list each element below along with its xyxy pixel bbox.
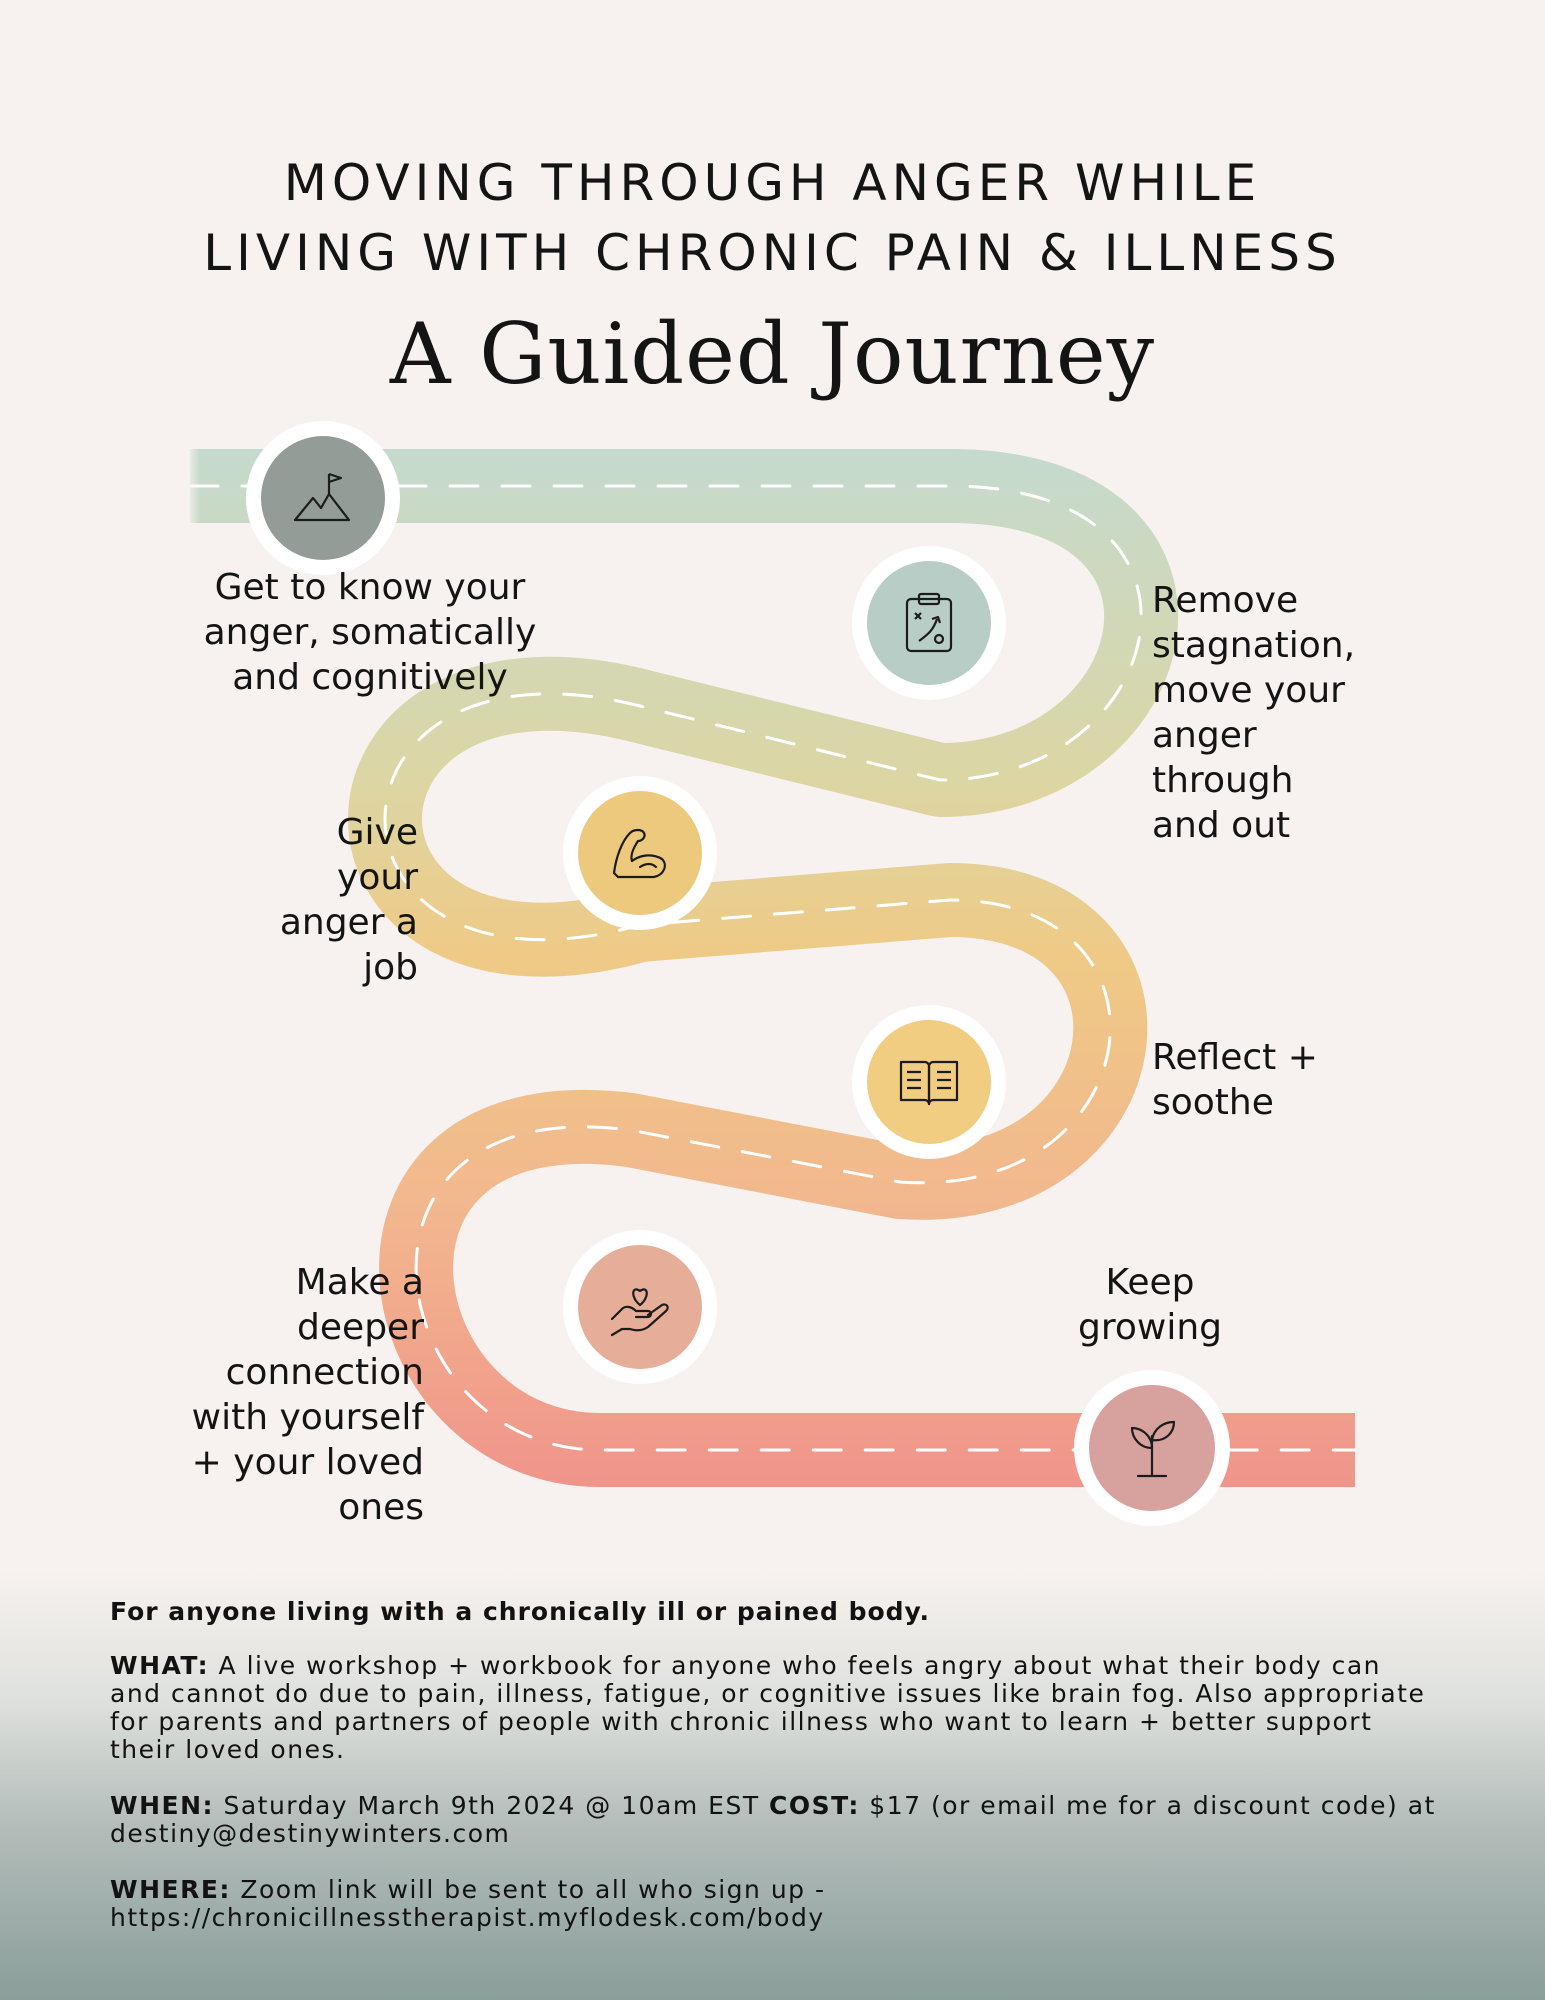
what-text: A live workshop + workbook for anyone wh… xyxy=(110,1651,1426,1764)
intro-text: For anyone living with a chronically ill… xyxy=(110,1597,931,1626)
when-label: WHEN: xyxy=(110,1791,214,1820)
what-label: WHAT: xyxy=(110,1651,210,1680)
title-line-1: MOVING THROUGH ANGER WHILE xyxy=(283,154,1262,212)
step-1-circle xyxy=(246,421,400,575)
when-text: Saturday March 9th 2024 @ 10am EST xyxy=(214,1791,770,1820)
subtitle: A Guided Journey xyxy=(389,305,1156,403)
winding-road xyxy=(186,380,1357,1487)
what-paragraph: WHAT: A live workshop + workbook for any… xyxy=(110,1652,1440,1764)
step-2-label: Remove stagnation, move your anger throu… xyxy=(1152,580,1356,846)
where-label: WHERE: xyxy=(110,1875,231,1904)
header: MOVING THROUGH ANGER WHILE LIVING WITH C… xyxy=(0,148,1545,288)
clipboard-strategy-icon xyxy=(905,592,953,653)
step-4-label: Reflect + soothe xyxy=(1152,1037,1318,1123)
title-line-2: LIVING WITH CHRONIC PAIN & ILLNESS xyxy=(203,224,1342,282)
step-5-circle xyxy=(563,1230,717,1384)
step-2-circle xyxy=(852,546,1006,700)
step-5-label: Make a deeper connection with yourself +… xyxy=(191,1262,424,1528)
open-book-icon xyxy=(899,1060,959,1106)
step-6-label: Keep growing xyxy=(1078,1262,1222,1348)
step-4-circle xyxy=(852,1005,1006,1159)
mountain-flag-icon xyxy=(293,472,351,522)
where-text: Zoom link will be sent to all who sign u… xyxy=(110,1875,826,1932)
cost-text: $17 (or email me for a discount code) at… xyxy=(110,1791,1436,1848)
where-paragraph: WHERE: Zoom link will be sent to all who… xyxy=(110,1876,1440,1932)
info-background xyxy=(0,1570,1545,2000)
when-paragraph: WHEN: Saturday March 9th 2024 @ 10am EST… xyxy=(110,1792,1440,1848)
hand-heart-icon xyxy=(610,1288,669,1337)
cost-label: COST: xyxy=(769,1791,860,1820)
road-dashes xyxy=(188,484,1357,1452)
sprout-icon xyxy=(1130,1420,1176,1478)
step-6-circle xyxy=(1074,1370,1230,1526)
step-3-label: Give your anger a job xyxy=(279,812,418,988)
flexed-arm-icon xyxy=(612,828,666,879)
step-3-circle xyxy=(563,776,717,930)
step-1-label: Get to know your anger, somatically and … xyxy=(203,567,537,698)
event-info: For anyone living with a chronically ill… xyxy=(110,1598,1440,1960)
